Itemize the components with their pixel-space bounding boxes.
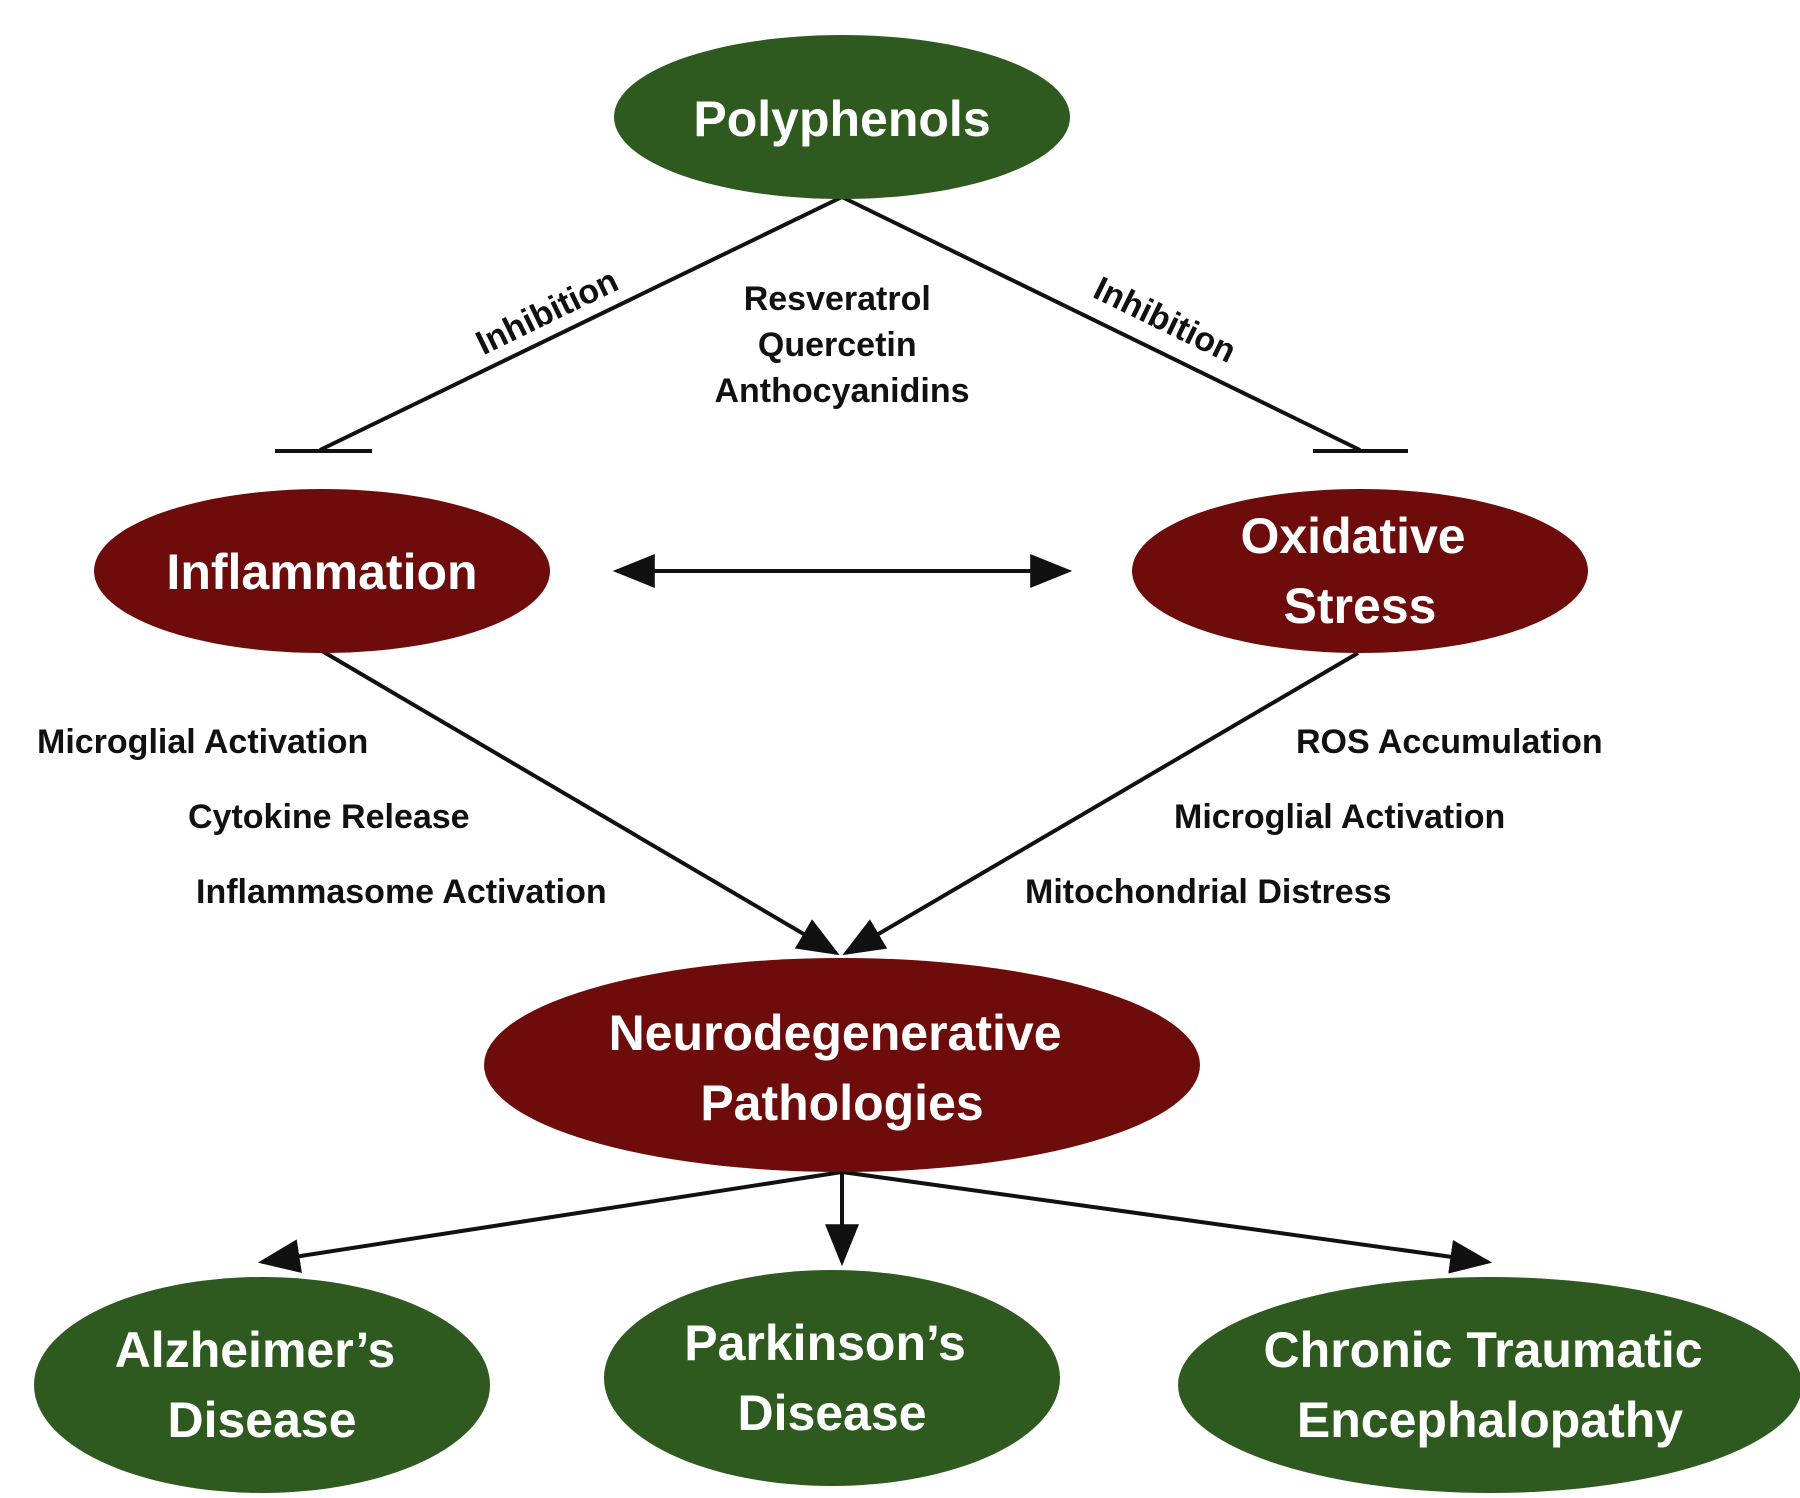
node-oxidative-label-line2: Stress — [1284, 578, 1437, 634]
node-alzheimers-disease: Alzheimer’s Disease — [34, 1277, 490, 1493]
arrow-oxidative-to-neuro — [842, 651, 1360, 956]
svg-text:Parkinson’s Disease: Parkinson’s Disease — [684, 1315, 980, 1441]
node-chronic-traumatic-encephalopathy: Chronic Traumatic Encephalopathy — [1178, 1277, 1800, 1493]
polyphenol-example-resveratrol: Resveratrol — [744, 280, 931, 318]
node-neuro-label-line2: Pathologies — [700, 1075, 983, 1131]
inhibition-edge-left — [319, 195, 843, 452]
polyphenol-example-quercetin: Quercetin — [758, 326, 917, 364]
svg-text:Alzheimer’s Disease: Alzheimer’s Disease — [115, 1322, 410, 1448]
node-cte-label-line2: Encephalopathy — [1297, 1392, 1683, 1448]
arrow-inflammation-to-neuro — [320, 649, 840, 956]
node-neuro-label-line1: Neurodegenerative — [609, 1005, 1062, 1061]
svg-text:Neurodegenerative Pathol: Neurodegenerative Pathologies — [609, 1005, 1076, 1131]
arrow-neuro-to-alzheimers — [257, 1170, 843, 1274]
node-oxidative-stress: Oxidative Stress — [1132, 489, 1588, 653]
node-neurodegenerative-pathologies: Neurodegenerative Pathologies — [484, 958, 1200, 1172]
svg-text:Oxidative Stress: Oxidative Stress — [1240, 508, 1479, 634]
node-polyphenols: Polyphenols — [614, 35, 1070, 199]
svg-text:Polyphenols: Polyphenols — [693, 91, 990, 147]
node-oxidative-label-line1: Oxidative — [1240, 508, 1465, 564]
arrow-neuro-to-cte — [841, 1170, 1493, 1274]
svg-text:Chronic Traumatic Enceph: Chronic Traumatic Encephalopathy — [1264, 1322, 1717, 1448]
node-parkinsons-disease: Parkinson’s Disease — [604, 1270, 1060, 1486]
inflammation-mechanism-microglial: Microglial Activation — [37, 723, 368, 761]
node-parkinsons-label-line1: Parkinson’s — [684, 1315, 966, 1371]
node-alzheimers-label-line2: Disease — [167, 1392, 356, 1448]
node-cte-label-line1: Chronic Traumatic — [1264, 1322, 1703, 1378]
node-alzheimers-label-line1: Alzheimer’s — [115, 1322, 396, 1378]
node-parkinsons-label-line2: Disease — [737, 1385, 926, 1441]
inhibition-edge-right — [841, 195, 1361, 452]
node-polyphenols-label: Polyphenols — [693, 91, 990, 147]
oxidative-mechanism-mitochondrial: Mitochondrial Distress — [1025, 873, 1392, 911]
node-inflammation: Inflammation — [94, 489, 550, 653]
svg-text:Inflammation: Inflammation — [166, 544, 477, 600]
svg-text:Resveratrol Quercetin: Resveratrol Quercetin Anthocyanidins — [714, 280, 969, 410]
polyphenol-example-anthocyanidins: Anthocyanidins — [714, 372, 969, 410]
node-inflammation-label: Inflammation — [166, 544, 477, 600]
oxidative-mechanism-ros: ROS Accumulation — [1296, 723, 1603, 761]
inflammation-mechanism-cytokine: Cytokine Release — [188, 798, 470, 836]
inflammation-mechanism-inflammasome: Inflammasome Activation — [196, 873, 607, 911]
oxidative-mechanism-microglial: Microglial Activation — [1174, 798, 1505, 836]
